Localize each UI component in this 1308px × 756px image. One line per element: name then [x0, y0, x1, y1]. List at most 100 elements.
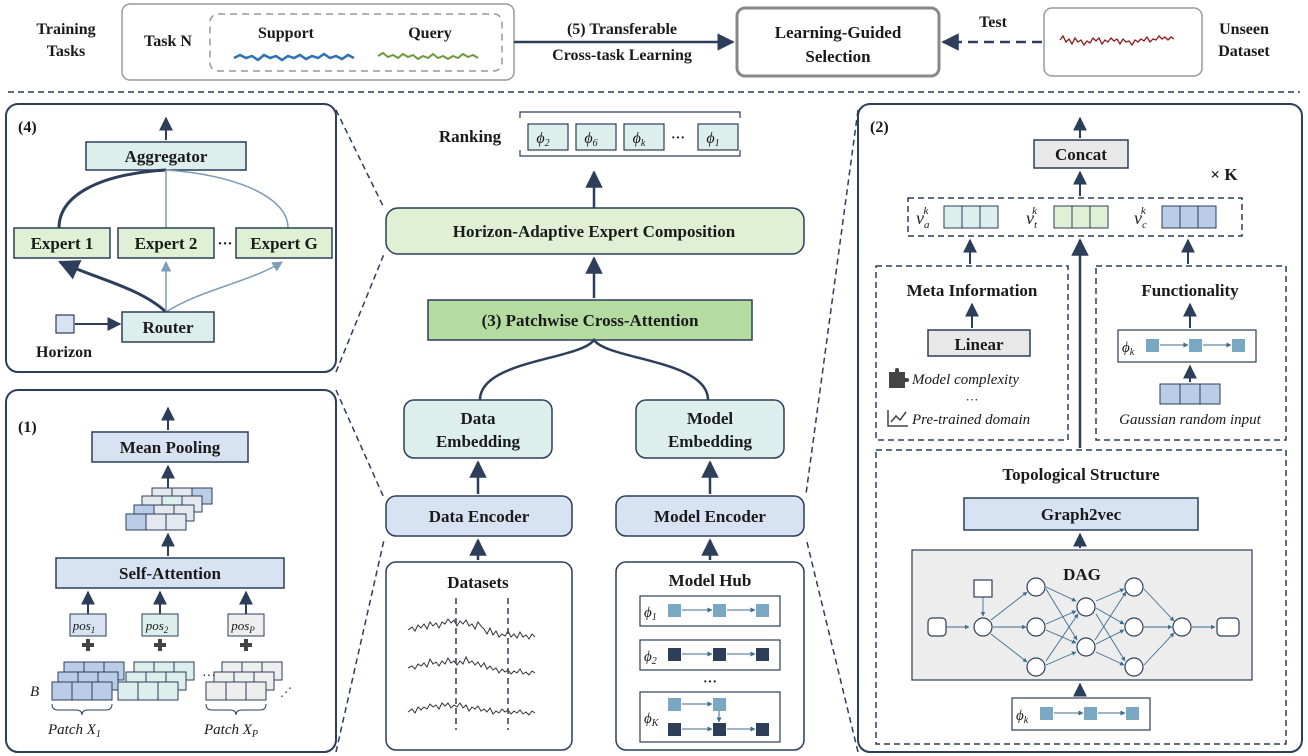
pos-1-box — [69, 613, 107, 637]
patch-stack-2 — [117, 661, 195, 701]
horizon-adaptive-label: Horizon-Adaptive Expert Composition — [453, 222, 736, 241]
transfer-label-1: (5) Transferable — [567, 21, 677, 38]
training-tasks-label-1: Training — [36, 21, 95, 38]
token-stack — [125, 487, 213, 531]
plus-signs — [82, 639, 252, 651]
graph2vec-box — [963, 497, 1199, 531]
unseen-dataset-box — [1043, 7, 1203, 77]
patchwise-box — [427, 299, 753, 341]
panel-4-label: (4) — [18, 119, 37, 136]
svg-text:ϕK: ϕK — [644, 711, 660, 729]
expert-2-label: Expert 2 — [135, 234, 198, 253]
batch-label: B — [30, 684, 39, 700]
line-chart-icon — [887, 410, 908, 427]
model-embedding-label-1: Model — [687, 409, 734, 428]
panel-1-label: (1) — [18, 419, 37, 436]
test-label: Test — [979, 14, 1008, 31]
concat-label: Concat — [1055, 145, 1107, 164]
meta-ellipsis: ··· — [966, 392, 979, 407]
pos-2-box — [141, 613, 179, 637]
svg-text:ϕk: ϕk — [1122, 340, 1135, 358]
ranking-item-3 — [623, 123, 665, 151]
expert-g-box — [235, 227, 333, 259]
support-signal — [233, 52, 355, 62]
model-encoder-box — [615, 495, 805, 537]
data-encoder-box — [385, 495, 573, 537]
ranking-item-4 — [697, 123, 739, 151]
times-k-label: × K — [1210, 165, 1238, 184]
model-encoder-label: Model Encoder — [654, 507, 766, 526]
expert-g-label: Expert G — [250, 234, 318, 253]
panel-4: (4) Aggregator Expert 1 Expert 2 ··· Exp… — [5, 103, 337, 373]
support-query-box — [209, 13, 503, 72]
pos-p-label: posP — [230, 618, 255, 635]
selection-label-2: Selection — [805, 47, 871, 66]
svg-text:⋰: ⋰ — [280, 685, 292, 699]
v-t-label: vtk — [1026, 205, 1038, 231]
mean-pooling-label: Mean Pooling — [120, 438, 221, 457]
dataset-series — [407, 618, 536, 716]
linear-label: Linear — [954, 335, 1004, 354]
gaussian-label: Gaussian random input — [1119, 412, 1262, 428]
functionality-label: Functionality — [1141, 281, 1239, 300]
graph2vec-label: Graph2vec — [1041, 505, 1122, 524]
pretrained-domain-label: Pre-trained domain — [911, 412, 1030, 428]
svg-text:ϕk: ϕk — [633, 130, 646, 149]
v-c-label: vck — [1134, 205, 1147, 231]
patch-1-label: Patch X1 — [47, 722, 101, 740]
svg-text:ϕ2: ϕ2 — [536, 130, 549, 149]
center-column: Ranking ϕ2 ϕ6 ϕk ··· ϕ1 Horizon-Adaptive… — [385, 111, 805, 751]
datasets-label: Datasets — [447, 573, 509, 592]
model-hub-label: Model Hub — [669, 571, 752, 590]
concat-box — [1033, 139, 1129, 169]
patch-stack-p — [205, 661, 283, 701]
svg-text:ϕk: ϕk — [1016, 708, 1029, 726]
dag-label: DAG — [1063, 565, 1101, 584]
panel-2-label: (2) — [870, 119, 889, 136]
pos-1-label: pos1 — [72, 618, 96, 635]
svg-text:ϕ1: ϕ1 — [644, 605, 657, 623]
ranking-ellipsis: ··· — [671, 131, 685, 146]
svg-text:ϕ1: ϕ1 — [706, 130, 719, 149]
selection-label-1: Learning-Guided — [775, 23, 902, 42]
expert-1-label: Expert 1 — [31, 234, 94, 253]
svg-text:···: ··· — [202, 669, 216, 684]
unseen-label-1: Unseen — [1219, 21, 1269, 38]
svg-text:ϕ2: ϕ2 — [644, 649, 657, 667]
model-embedding-box — [635, 399, 785, 459]
ranking-label: Ranking — [439, 127, 502, 146]
query-label: Query — [408, 25, 452, 42]
self-attention-label: Self-Attention — [119, 564, 222, 583]
pos-2-label: pos2 — [145, 618, 169, 635]
datasets-box — [385, 561, 573, 751]
v-a-label: vak — [916, 205, 930, 231]
self-attention-box — [55, 557, 285, 589]
panel-2: (2) Concat × K vak vtk vck Meta Informat… — [857, 103, 1303, 753]
pos-p-box — [227, 613, 265, 637]
model-complexity-label: Model complexity — [911, 372, 1019, 388]
unseen-label-2: Dataset — [1218, 43, 1270, 60]
ranking-list: ϕ2 ϕ6 ϕk ··· ϕ1 — [527, 123, 739, 151]
data-encoder-label: Data Encoder — [429, 507, 530, 526]
aggregator-box — [85, 141, 247, 171]
patchwise-label: (3) Patchwise Cross-Attention — [482, 311, 699, 330]
horizon-adaptive-box — [385, 207, 805, 255]
training-tasks-label-2: Tasks — [47, 43, 86, 60]
router-box — [121, 311, 215, 343]
transfer-label-2: Cross-task Learning — [552, 47, 692, 64]
panel-connectors — [335, 109, 859, 753]
patch-p-label: Patch XP — [203, 722, 258, 740]
linear-box — [927, 329, 1031, 357]
router-label: Router — [143, 318, 194, 337]
expert-ellipsis: ··· — [217, 236, 232, 252]
expert-2-box — [117, 227, 215, 259]
ranking-item-2 — [575, 123, 617, 151]
meta-info-label: Meta Information — [907, 281, 1038, 300]
support-label: Support — [258, 25, 315, 42]
horizon-label: Horizon — [36, 344, 92, 361]
query-signal — [377, 51, 479, 61]
patch-stack-1 — [51, 661, 125, 701]
data-embedding-label-1: Data — [461, 409, 496, 428]
data-embedding-label-2: Embedding — [436, 432, 521, 451]
